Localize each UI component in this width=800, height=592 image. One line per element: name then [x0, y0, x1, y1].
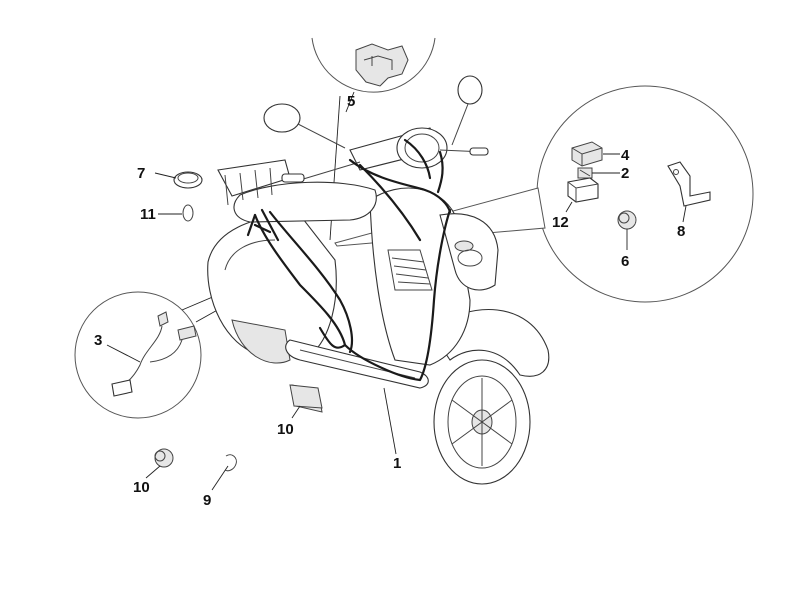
cable-clamp-part-7	[173, 171, 203, 189]
leader-lines	[106, 91, 687, 491]
callout-6: 6	[621, 253, 629, 270]
callout-11: 11	[140, 206, 156, 223]
grommet-part-10-loose	[154, 448, 174, 468]
fuse-part-2	[577, 167, 593, 179]
wiring-harness-main	[246, 138, 452, 382]
callout-10-loose: 10	[133, 479, 150, 496]
callout-5: 5	[347, 93, 355, 110]
callout-9: 9	[203, 492, 211, 509]
callout-1: 1	[393, 455, 401, 472]
callout-10-floor: 10	[277, 421, 294, 438]
callout-7: 7	[137, 165, 145, 182]
o-ring-part-11	[182, 204, 194, 222]
connector-harness-part-3	[111, 311, 197, 397]
callout-2: 2	[621, 165, 629, 182]
relay-part-5	[355, 43, 409, 87]
fuse-holder-part-4	[571, 141, 603, 167]
scooter-illustration	[207, 75, 550, 485]
grommet-part-10-floor	[289, 384, 323, 409]
grommet-part-6	[617, 210, 637, 230]
clip-part-9	[224, 454, 237, 472]
callout-12: 12	[552, 214, 569, 231]
callout-4: 4	[621, 147, 630, 164]
callout-8: 8	[677, 223, 685, 240]
fuse-holder-part-12	[567, 177, 599, 203]
callout-3: 3	[94, 332, 102, 349]
bracket-part-8	[667, 161, 711, 207]
